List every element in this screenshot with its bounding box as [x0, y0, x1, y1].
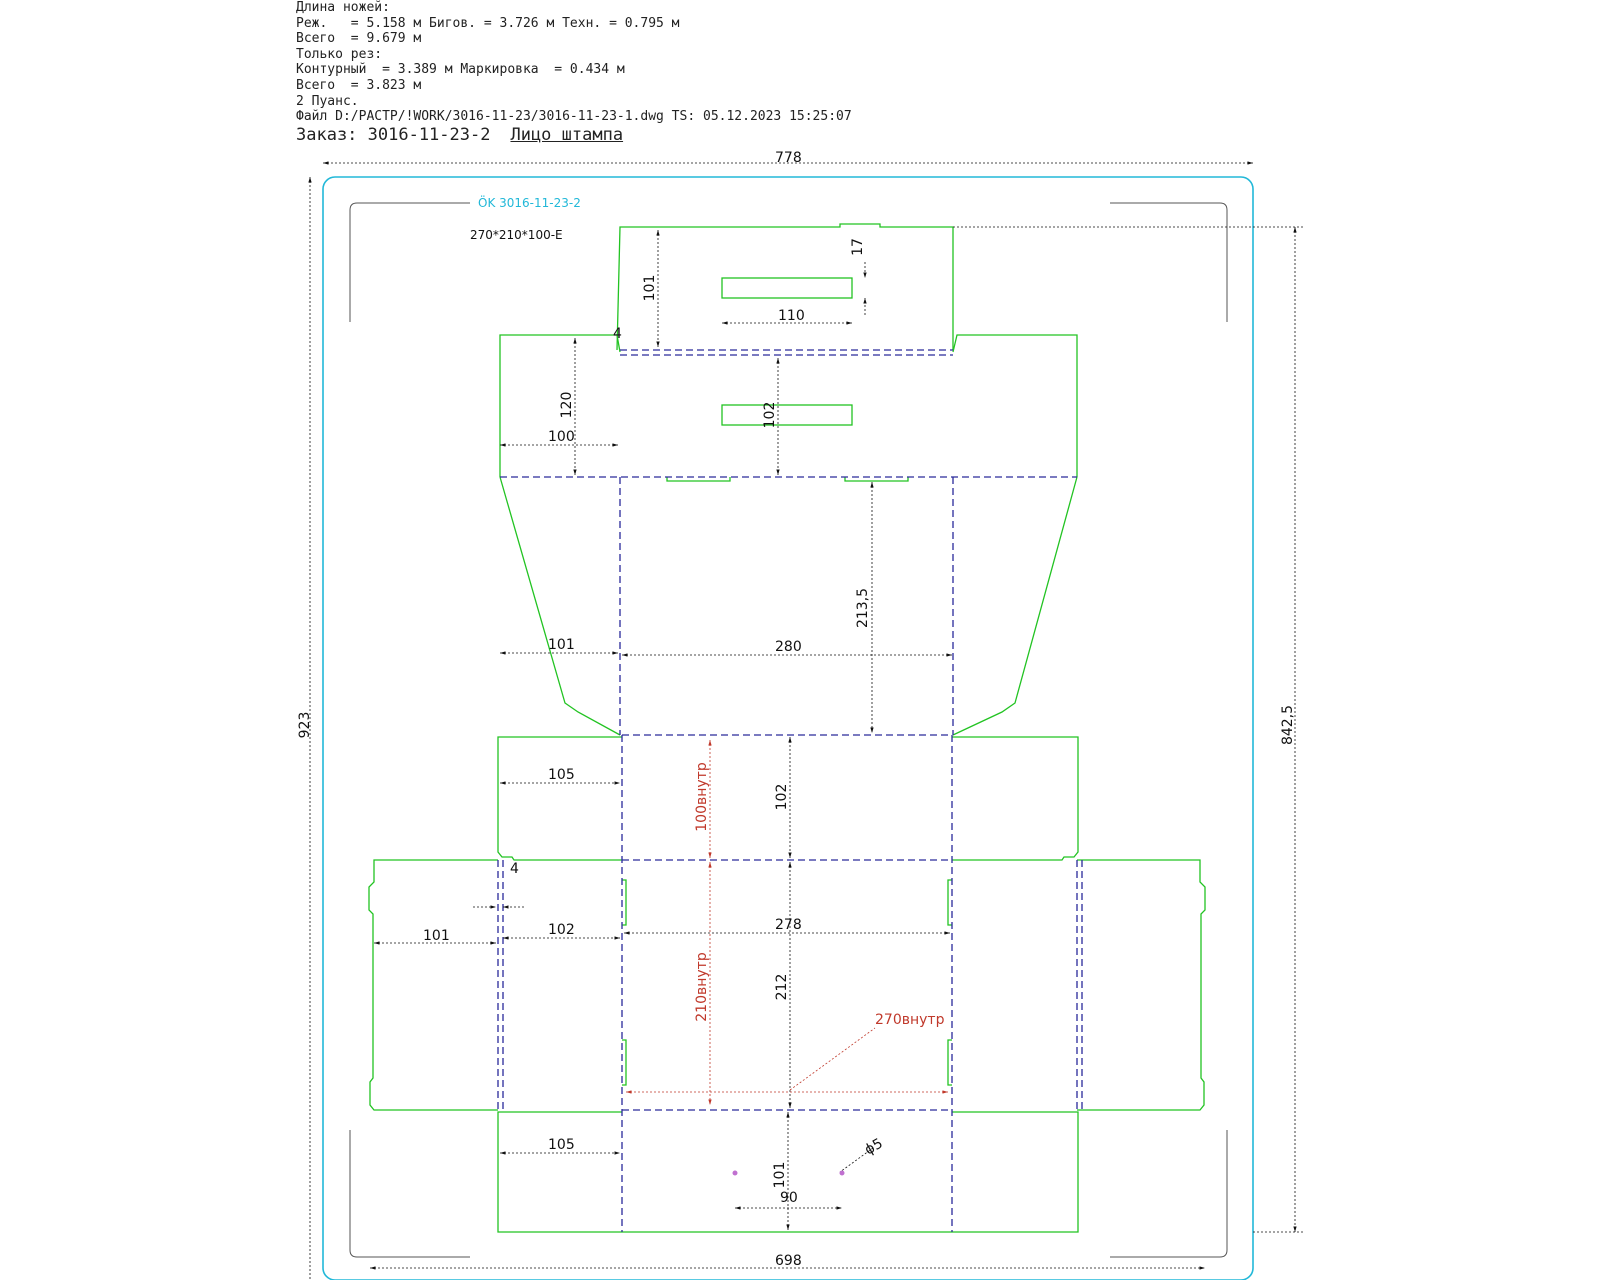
order-label: Заказ: 3016-11-23-2	[296, 124, 491, 145]
dim-278: 278	[775, 917, 802, 933]
dim-105-lower: 105	[548, 1137, 575, 1153]
board-frame	[322, 176, 1254, 1280]
dim-101-left: 101	[548, 637, 575, 653]
dim-bottom-width: 698	[775, 1253, 802, 1269]
inner-width-label: 210внутр	[694, 952, 710, 1022]
dim-280: 280	[775, 639, 802, 655]
punch-hole	[732, 1170, 738, 1176]
dim-right-height: 842,5	[1280, 705, 1296, 745]
dim-4-top: 4	[613, 326, 622, 342]
header-line: Файл D:/PACTP/!WORK/3016-11-23/3016-11-2…	[296, 109, 852, 125]
dim-213-5: 213,5	[855, 588, 871, 628]
header-line: Реж. = 5.158 м Бигов. = 3.726 м Техн. = …	[296, 15, 680, 31]
dim-101-top: 101	[642, 275, 658, 302]
dim-4-left: 4	[510, 861, 519, 877]
header-line: Всего = 3.823 м	[296, 77, 422, 93]
dim-120: 120	[559, 392, 575, 419]
header-line: Всего = 9.679 м	[296, 31, 422, 47]
dim-overall-height: 923	[297, 712, 313, 739]
dim-102-side: 102	[774, 784, 790, 811]
dim-212: 212	[774, 974, 790, 1001]
header-line: 2 Пуанс.	[296, 93, 359, 109]
crease-lines	[497, 349, 1083, 1232]
dim-17: 17	[850, 238, 866, 256]
cut-lines	[368, 223, 1206, 1233]
header-line: Длина ножей:	[296, 0, 390, 15]
dim-100: 100	[548, 429, 575, 445]
box-size-label: 270*210*100-E	[470, 228, 563, 242]
header-line: Контурный = 3.389 м Маркировка = 0.434 м	[296, 62, 625, 78]
stamp-face-label: Лицо штампа	[510, 124, 624, 145]
logo-text: ÖK 3016-11-23-2	[478, 194, 581, 210]
dim-105-upper: 105	[548, 767, 575, 783]
dim-90: 90	[780, 1190, 798, 1206]
inner-length-label: 270внутр	[875, 1012, 945, 1028]
dim-phi5: ϕ5	[862, 1136, 886, 1159]
dim-overall-width: 778	[775, 150, 802, 166]
dim-101-far-left: 101	[423, 928, 450, 944]
inner-dimension-lines	[626, 740, 948, 1105]
corner-brackets	[349, 202, 1228, 1258]
dim-102-flap: 102	[762, 402, 778, 429]
punch-hole	[839, 1170, 845, 1176]
knife-length-header: Длина ножей:Реж. = 5.158 м Бигов. = 3.72…	[296, 0, 996, 145]
dim-102-left: 102	[548, 922, 575, 938]
dim-101-bottom: 101	[772, 1162, 788, 1189]
inner-depth-label: 100внутр	[694, 762, 710, 832]
header-line: Только рез:	[296, 46, 383, 62]
dim-110: 110	[778, 308, 805, 324]
dimension-lines	[308, 161, 1305, 1280]
order-line: Заказ: 3016-11-23-2 Лицо штампа	[296, 125, 996, 145]
